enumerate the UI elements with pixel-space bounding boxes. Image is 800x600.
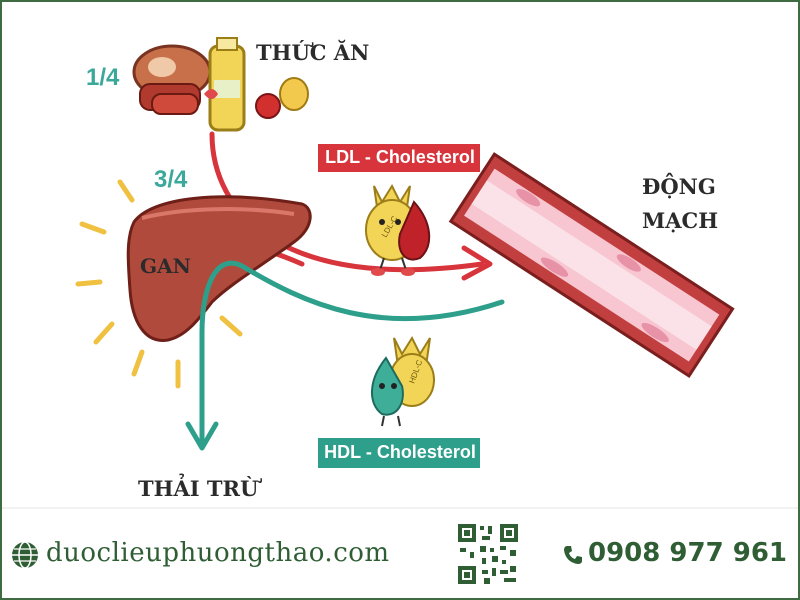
hdl-droplet <box>370 335 435 427</box>
ldl-tag: LDL - Cholesterol <box>325 147 475 167</box>
artery-label-line1: ĐỘNG <box>642 174 716 199</box>
hdl-tag-bg <box>318 438 480 468</box>
artery-label-line2: MẠCH <box>642 208 719 233</box>
ldl-droplet <box>365 183 431 276</box>
hdl-arrow-tip <box>185 421 219 451</box>
website-link[interactable]: duoclieuphuongthao.com <box>46 538 390 568</box>
footer: duoclieuphuongthao.com 0908 977 961 <box>2 510 800 600</box>
phone-number[interactable]: 0908 977 961 <box>588 538 788 568</box>
food-illustration <box>132 37 309 132</box>
diet-fraction: 1/4 <box>86 64 120 91</box>
liver-fraction: 3/4 <box>154 166 188 193</box>
liver-rays <box>75 179 243 389</box>
liver-label: GAN <box>140 254 191 278</box>
qr-code[interactable] <box>456 522 520 586</box>
phone-icon <box>564 546 582 564</box>
ldl-tag-bg <box>318 144 480 172</box>
excretion-label: THẢI TRỪ <box>138 476 259 501</box>
hdl-tag: HDL - Cholesterol <box>324 442 476 462</box>
ldl-arrow-tip <box>461 245 493 281</box>
food-label: THỨC ĂN <box>256 40 370 65</box>
globe-icon <box>12 541 38 569</box>
hdl-arrow <box>199 260 505 445</box>
artery-illustration <box>448 152 735 379</box>
